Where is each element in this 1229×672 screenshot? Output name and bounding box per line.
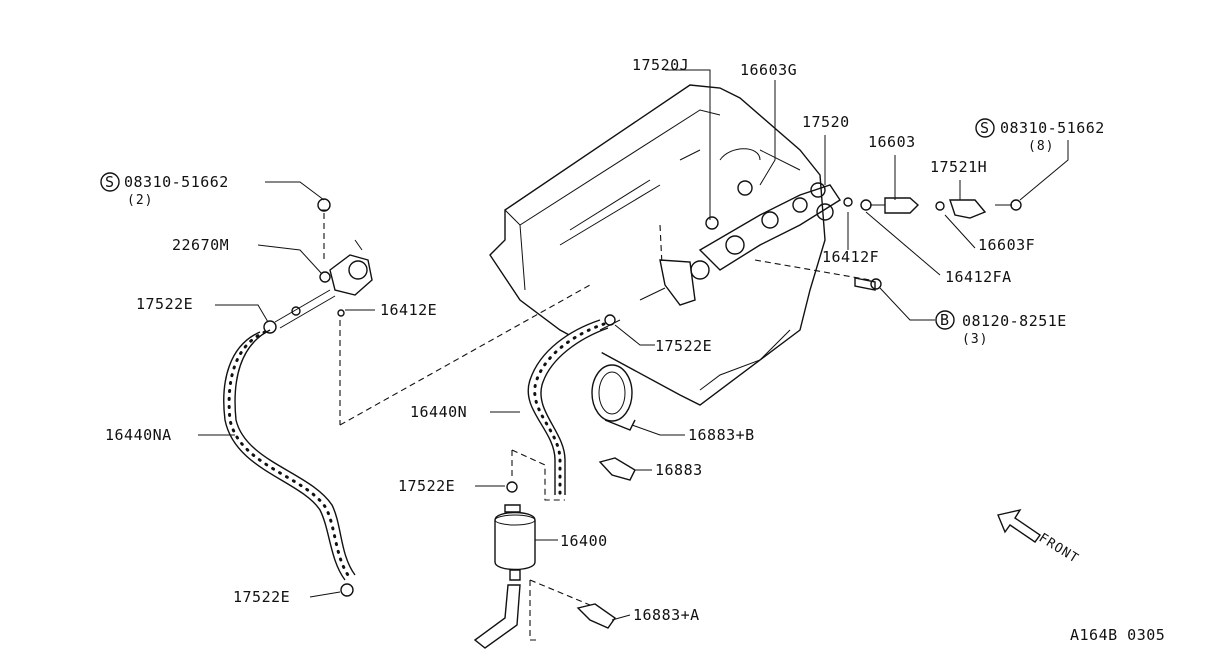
label-screw-top-right-qty: (8)	[1028, 139, 1054, 154]
label-16412f: 16412F	[822, 248, 879, 266]
engine-block	[489, 84, 826, 406]
label-17520: 17520	[802, 113, 850, 131]
label-17521h: 17521H	[930, 158, 987, 176]
label-front: FRONT	[1036, 531, 1081, 567]
label-screw-left: 08310-51662	[124, 173, 229, 191]
bolt-symbol-icon	[935, 310, 955, 330]
injector-parts	[843, 197, 1022, 219]
symbol-s-right: S	[980, 119, 990, 137]
hose-16440na	[223, 289, 356, 597]
screw-symbol-icon	[100, 118, 995, 192]
front-arrow-icon	[997, 508, 1041, 543]
bolt	[854, 277, 882, 291]
label-16440n: 16440N	[410, 403, 467, 421]
label-16440na: 16440NA	[105, 426, 172, 444]
label-22670m: 22670M	[172, 236, 229, 254]
label-17522e-c: 17522E	[398, 477, 455, 495]
hose-16440n	[527, 314, 616, 497]
label-screw-left-qty: (2)	[127, 193, 153, 208]
label-17522e-b: 17522E	[655, 337, 712, 355]
label-17522e-d: 17522E	[233, 588, 290, 606]
symbol-s-left: S	[105, 173, 115, 191]
label-16400: 16400	[560, 532, 608, 550]
pressure-regulator	[317, 198, 373, 317]
label-screw-top-right: 08310-51662	[1000, 119, 1105, 137]
clamp-16883b	[591, 364, 636, 431]
label-16603g: 16603G	[740, 61, 797, 79]
label-17522e-a: 17522E	[136, 295, 193, 313]
label-bolt-qty: (3)	[962, 332, 988, 347]
label-16603: 16603	[868, 133, 916, 151]
clamp-16883a	[576, 603, 616, 629]
label-17520j: 17520J	[632, 56, 689, 74]
symbol-b: B	[940, 311, 950, 329]
dashed-leaders	[323, 204, 1010, 641]
label-16883: 16883	[655, 461, 703, 479]
diagram-code: A164B 0305	[1070, 626, 1165, 644]
label-16412fa: 16412FA	[945, 268, 1012, 286]
label-16883a: 16883+A	[633, 606, 700, 624]
clamp-16883	[598, 457, 636, 481]
label-16603f: 16603F	[978, 236, 1035, 254]
label-16883b: 16883+B	[688, 426, 755, 444]
label-bolt: 08120-8251E	[962, 312, 1067, 330]
fuel-filter-16400	[494, 481, 536, 581]
fuel-rail	[639, 180, 841, 306]
leader-lines	[198, 69, 1069, 621]
label-16412e: 16412E	[380, 301, 437, 319]
hose-bottom	[473, 584, 521, 649]
